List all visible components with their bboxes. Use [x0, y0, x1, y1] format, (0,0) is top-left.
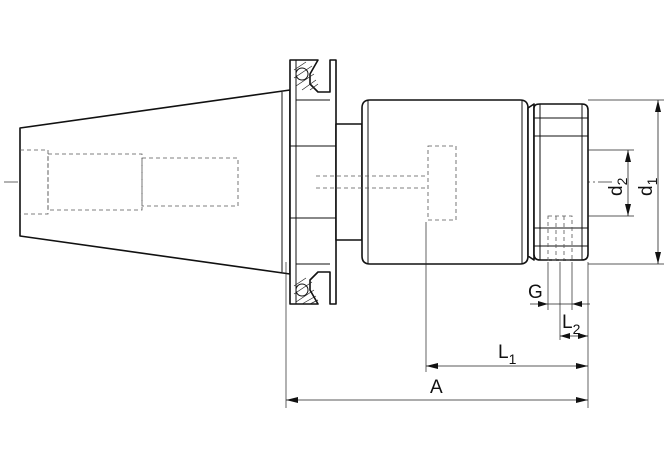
extension-lines	[285, 99, 664, 408]
dimension-A: A	[286, 377, 588, 403]
dimension-L1: L1	[426, 342, 588, 369]
label-L2: L2	[562, 312, 581, 337]
clamp-nut	[527, 103, 589, 261]
dimension-L2: L2	[560, 312, 588, 339]
taper-shank	[19, 89, 291, 275]
label-G: G	[528, 282, 543, 303]
neck	[335, 123, 363, 241]
flange	[289, 59, 337, 305]
label-A: A	[430, 377, 443, 398]
dimension-d2: d2	[606, 150, 631, 216]
label-d2: d2	[606, 177, 630, 196]
tool-body	[316, 99, 529, 265]
dimension-d1: d1	[636, 100, 661, 264]
label-d1: d1	[636, 177, 660, 196]
dimension-G: G	[528, 282, 590, 307]
label-L1: L1	[498, 342, 517, 367]
